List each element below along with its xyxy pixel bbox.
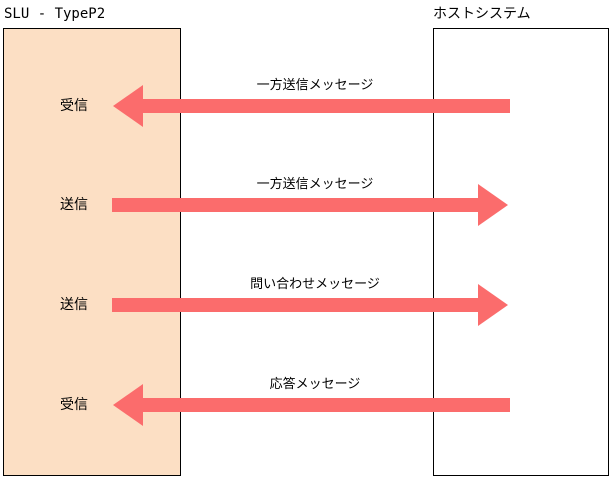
message-label: 問い合わせメッセージ xyxy=(250,277,380,292)
message-row: 一方送信メッセージ 受信 xyxy=(0,78,612,128)
message-arrow xyxy=(112,184,508,226)
io-label: 送信 xyxy=(60,197,88,213)
arrow-shaft xyxy=(112,298,478,312)
message-label: 応答メッセージ xyxy=(269,377,361,392)
message-arrow xyxy=(113,384,510,426)
io-label: 送信 xyxy=(60,297,88,313)
message-row: 一方送信メッセージ 送信 xyxy=(0,177,612,227)
arrow-head-icon xyxy=(113,384,143,426)
message-label: 一方送信メッセージ xyxy=(256,177,374,192)
left-box-title: SLU - TypeP2 xyxy=(4,6,106,22)
arrow-shaft xyxy=(112,198,478,212)
message-arrow xyxy=(113,85,510,127)
io-label: 受信 xyxy=(60,98,88,114)
arrow-head-icon xyxy=(478,184,508,226)
io-label: 受信 xyxy=(60,397,88,413)
message-label: 一方送信メッセージ xyxy=(256,78,374,93)
arrow-head-icon xyxy=(113,85,143,127)
message-row: 応答メッセージ 受信 xyxy=(0,377,612,427)
message-row: 問い合わせメッセージ 送信 xyxy=(0,277,612,327)
arrow-head-icon xyxy=(478,284,508,326)
arrow-shaft xyxy=(143,398,510,412)
arrow-shaft xyxy=(143,99,510,113)
right-box-title: ホストシステム xyxy=(433,6,531,22)
message-arrow xyxy=(112,284,508,326)
